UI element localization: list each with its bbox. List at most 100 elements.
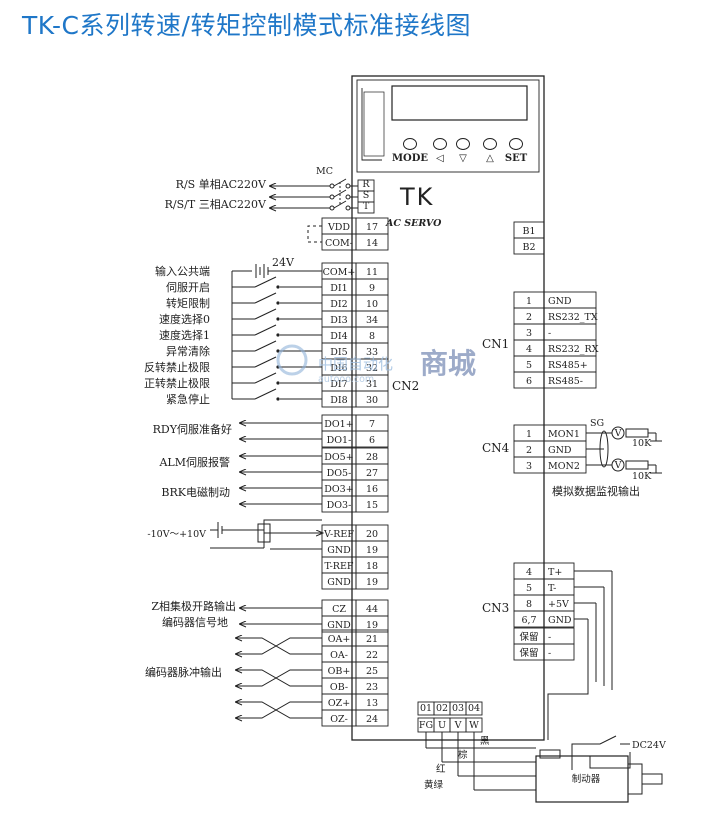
b1-terminal: B1 — [522, 226, 535, 237]
switch-contact — [276, 301, 280, 305]
page-title: TK-C系列转速/转矩控制模式标准接线图 — [22, 11, 471, 40]
analog-source — [210, 519, 322, 549]
cn3-signal: - — [548, 632, 551, 643]
meter-label: V — [614, 428, 622, 439]
cn2-pin: 8 — [369, 331, 375, 342]
cn3-pin: 8 — [526, 599, 532, 610]
terminal-number: 04 — [468, 703, 480, 714]
table-cell — [465, 701, 483, 716]
cn2-pin: 17 — [366, 222, 378, 233]
cn2-signal: CZ — [332, 604, 346, 615]
wire — [254, 292, 277, 304]
table-cell — [355, 233, 389, 251]
cn1-signal: RS232_RX — [548, 344, 599, 355]
switch-contact — [276, 285, 280, 289]
terminal-number: 01 — [420, 703, 432, 714]
cn2-signal: DO5+ — [324, 452, 353, 463]
key-label: ◁ — [436, 153, 444, 164]
wire — [254, 388, 277, 400]
table-cell — [355, 495, 389, 513]
cn1-signal: GND — [548, 296, 572, 307]
input-label: 输入公共端 — [155, 264, 210, 278]
alm-label: ALM伺服报警 — [158, 455, 230, 469]
switch-contact — [329, 183, 335, 189]
watermark: 中国自动化商城autooo.com — [276, 344, 476, 385]
cn2-pin: 14 — [366, 238, 378, 249]
cn2-pin: 19 — [366, 577, 378, 588]
monitor-caption: 模拟数据监视输出 — [552, 484, 640, 498]
table-cell — [357, 201, 375, 214]
cn2-signal: DO5- — [327, 468, 352, 479]
table-cell — [543, 371, 597, 389]
table-cell — [355, 709, 389, 727]
table-cell — [543, 643, 575, 661]
cn2-pin: 23 — [366, 682, 378, 693]
cn3-pin: 5 — [526, 583, 532, 594]
table-cell — [355, 390, 389, 408]
cn1-pin: 3 — [526, 328, 532, 339]
wire-color-yellowgreen: 黄绿 — [424, 779, 444, 791]
cn2-signal: OZ+ — [328, 698, 350, 709]
meter-label: V — [614, 460, 622, 471]
cn1-signal: RS485+ — [548, 360, 588, 371]
cn2-signal: COM+ — [323, 267, 356, 278]
motor-shaft — [641, 773, 663, 785]
key-button — [403, 138, 417, 150]
cn2-pin: 19 — [366, 620, 378, 631]
cn4-signal: GND — [548, 445, 572, 456]
cn1-pin: 2 — [526, 312, 532, 323]
resistor — [625, 428, 649, 438]
cn2-pin: 13 — [366, 698, 378, 709]
motor-connector — [539, 749, 561, 759]
resistor-value: 10K — [632, 438, 652, 449]
wire — [333, 189, 347, 198]
servo-drive — [351, 75, 545, 741]
wire-color-brown: 棕 — [458, 749, 468, 761]
cn2-pin: 33 — [366, 347, 378, 358]
cn2-pin: 34 — [366, 315, 378, 326]
key-label: MODE — [392, 153, 428, 164]
cn2-signal: DO3- — [327, 500, 352, 511]
terminal-signal: W — [469, 720, 479, 731]
wire — [254, 372, 277, 384]
input-label: 反转禁止极限 — [144, 360, 210, 374]
cn2-signal: DI2 — [330, 299, 347, 310]
wire — [254, 340, 277, 352]
cn2-pin: 24 — [366, 714, 378, 725]
cn2-pin: 32 — [366, 363, 378, 374]
wire — [254, 324, 277, 336]
cn1-pin: 5 — [526, 360, 532, 371]
cn2-pin: 44 — [366, 604, 378, 615]
cn1-signal: RS232_TX — [548, 312, 598, 323]
cn2-pin: 20 — [366, 529, 378, 540]
cn1-pin: 4 — [526, 344, 532, 355]
b2-terminal: B2 — [522, 242, 535, 253]
dc24v-label: DC24V — [632, 740, 666, 751]
power-rs-label: R/S 单相AC220V — [176, 178, 267, 191]
cn3-name: CN3 — [482, 601, 509, 615]
switch-contact — [276, 381, 280, 385]
cn2-signal: DI7 — [330, 379, 347, 390]
cn3-pin: 保留 — [519, 647, 538, 659]
terminal-signal: U — [438, 720, 446, 731]
wire-color-black: 黑 — [480, 736, 490, 747]
cn4-signal: MON2 — [548, 461, 580, 472]
cn2-signal: OA- — [330, 650, 348, 661]
jumper-dashed — [307, 225, 322, 243]
cn2-signal: OB- — [330, 682, 348, 693]
cn1-name: CN1 — [482, 337, 509, 351]
twisted-pair — [248, 701, 322, 719]
key-button — [456, 138, 470, 150]
cn2-pin: 6 — [369, 435, 375, 446]
cn4-pin: 1 — [526, 429, 532, 440]
input-label: 紧急停止 — [166, 392, 210, 406]
cn3-signal: GND — [548, 615, 572, 626]
power-terminal: R — [362, 179, 370, 190]
cn2-signal: DO3+ — [324, 484, 353, 495]
power-rst-label: R/S/T 三相AC220V — [165, 198, 267, 211]
wire — [254, 276, 277, 288]
switch-contact — [276, 349, 280, 353]
cn2-pin: 25 — [366, 666, 378, 677]
cn2-pin: 18 — [366, 561, 378, 572]
